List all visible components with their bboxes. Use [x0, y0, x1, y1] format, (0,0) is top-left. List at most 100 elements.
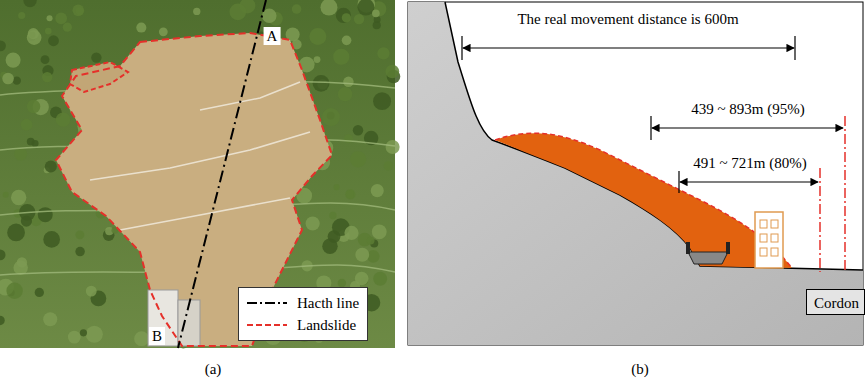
window: [760, 248, 767, 256]
tree: [55, 13, 67, 25]
cross-section: [408, 2, 863, 345]
region-box: Cordon: [806, 289, 865, 315]
panel-label: (b): [631, 360, 649, 378]
track: [120, 198, 290, 230]
tree: [371, 184, 384, 197]
tree: [373, 92, 391, 110]
tree: [48, 35, 59, 46]
tree: [43, 312, 57, 326]
landslide-scar: [70, 62, 128, 92]
panel-label: (a): [205, 360, 222, 378]
extension-line: [650, 116, 651, 140]
tree: [342, 35, 352, 45]
tree: [68, 331, 81, 344]
tree: [345, 189, 355, 199]
dimension-arrow: [652, 127, 843, 128]
tree: [313, 75, 330, 92]
window: [760, 220, 767, 228]
tree: [373, 21, 381, 29]
tree: [41, 55, 50, 64]
vegetation: [0, 0, 400, 348]
tree: [18, 12, 25, 19]
track: [90, 132, 310, 180]
legend-sample: [245, 318, 289, 332]
tree: [350, 151, 366, 167]
tree: [86, 286, 97, 297]
tree: [72, 5, 84, 17]
window: [771, 234, 778, 242]
tree: [377, 47, 389, 59]
landslide-photo: [0, 0, 400, 348]
rail: [686, 242, 690, 254]
landslide-outline: [70, 62, 128, 92]
tree: [346, 191, 354, 199]
tree: [42, 72, 52, 82]
tree: [373, 272, 387, 286]
tree: [384, 161, 393, 170]
tree: [159, 27, 168, 36]
tree: [343, 77, 353, 87]
dimension-label: 491 ~ 721m (80%): [693, 154, 807, 172]
extension-line: [678, 171, 679, 193]
road-symbol: [686, 242, 730, 264]
building: [755, 212, 783, 268]
tree: [372, 224, 387, 239]
landslide-mass: [495, 133, 792, 268]
road: [688, 252, 728, 264]
tree: [357, 0, 374, 16]
tree: [6, 53, 21, 68]
point-label: B: [149, 327, 165, 345]
tree: [56, 112, 70, 126]
building-symbol: [755, 212, 783, 268]
landslide-top: [495, 133, 792, 268]
tree: [6, 283, 22, 299]
box-label: Cordon: [814, 294, 857, 312]
tree: [354, 14, 364, 24]
dimension-arrow: [680, 181, 818, 182]
window: [771, 248, 778, 256]
legend-line: [247, 324, 287, 326]
dimension-arrow: [463, 47, 794, 48]
rail: [726, 242, 730, 254]
tree: [229, 3, 246, 20]
legend-entry: Landslide: [245, 314, 359, 336]
tree: [336, 8, 351, 23]
legend-label: Landslide: [297, 317, 356, 334]
point-label: A: [264, 27, 281, 45]
window: [771, 220, 778, 228]
tree: [38, 207, 53, 222]
tree: [35, 288, 44, 297]
tree: [355, 248, 369, 262]
dimension-label: 439 ~ 893m (95%): [691, 100, 805, 118]
tree: [314, 56, 321, 63]
window: [760, 234, 767, 242]
tree: [21, 119, 33, 131]
panel-frame: [408, 2, 863, 345]
legend-line: [247, 302, 287, 304]
tree: [3, 192, 9, 198]
tree: [386, 65, 400, 79]
tree: [329, 212, 336, 219]
legend-sample: [245, 296, 289, 310]
tree: [0, 316, 5, 325]
tree: [91, 52, 101, 62]
track: [200, 82, 300, 110]
legend-entry: Hacth line: [245, 292, 359, 314]
tree: [11, 190, 26, 205]
tree: [86, 326, 103, 343]
tree: [32, 140, 39, 147]
tree: [372, 10, 380, 18]
tree: [75, 247, 84, 256]
tree: [193, 8, 200, 15]
tree: [27, 100, 40, 113]
tree: [386, 140, 400, 154]
tree: [342, 13, 351, 22]
slope-surface: [445, 2, 863, 270]
tree: [322, 108, 340, 126]
tree: [75, 230, 84, 239]
tree: [306, 216, 320, 230]
tree: [45, 160, 57, 172]
tree: [136, 23, 146, 33]
hillside: [0, 0, 395, 348]
